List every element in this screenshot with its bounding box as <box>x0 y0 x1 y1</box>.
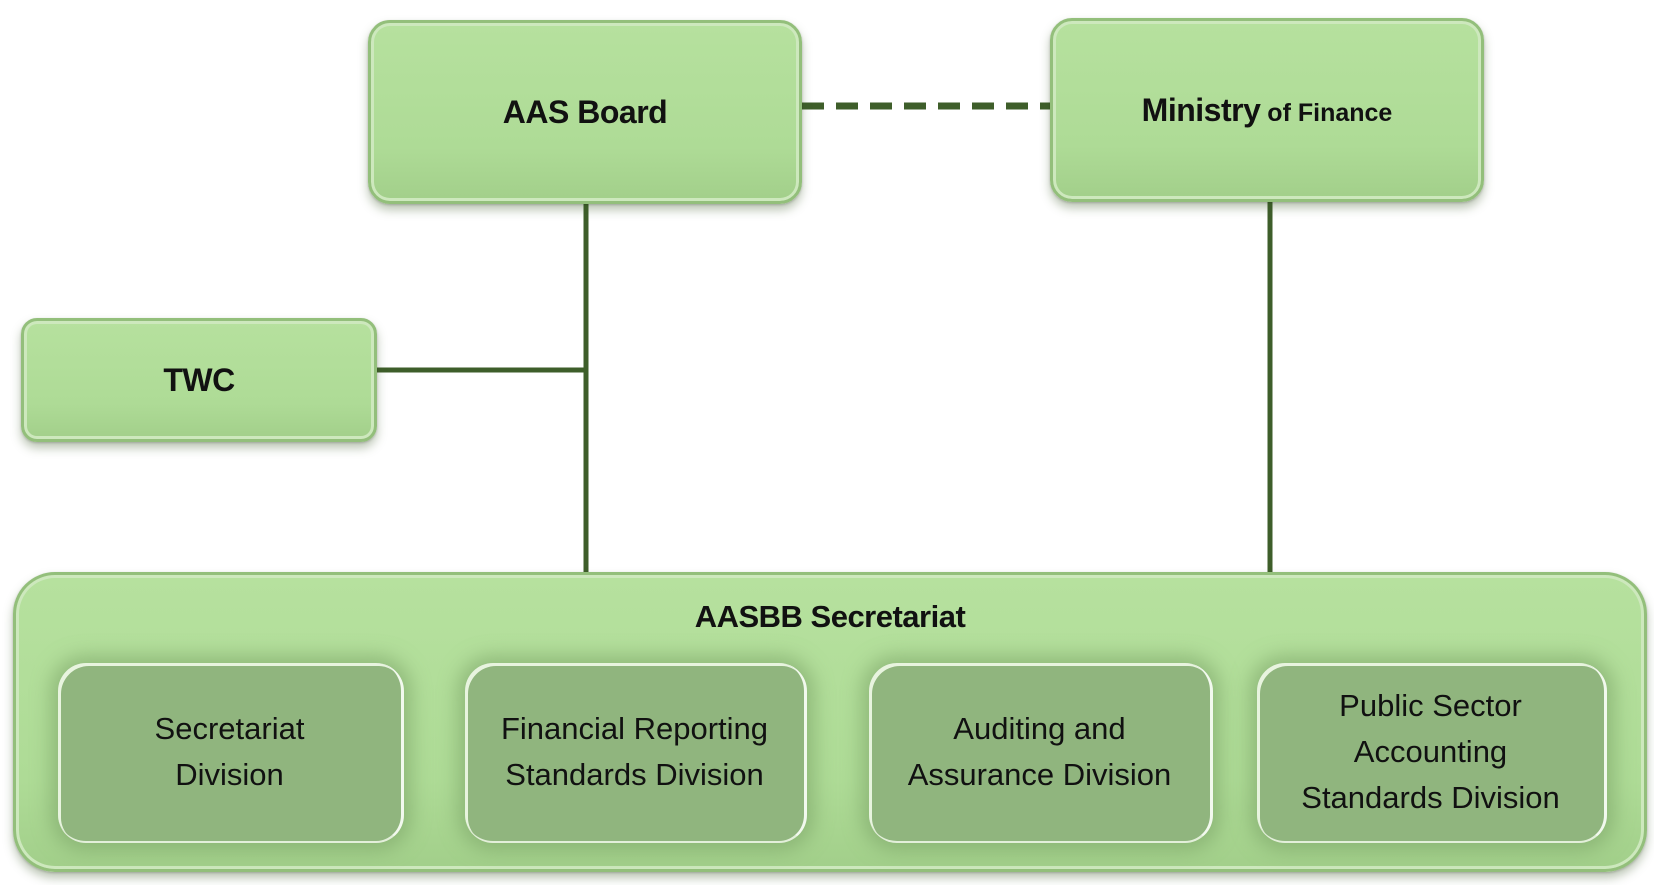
aas-board-node: AAS Board <box>368 20 802 204</box>
division-label-line: Accounting <box>1353 734 1508 769</box>
division-label-line: Division <box>175 757 284 792</box>
aas-board-label: AAS Board <box>502 93 668 130</box>
division-public-sector-accounting: Public Sector Accounting Standards Divis… <box>1257 663 1607 843</box>
aasbb-secretariat-node: AASBB Secretariat Secretariat Division F… <box>13 572 1647 872</box>
twc-node: TWC <box>21 318 377 442</box>
division-label-line: Assurance Division <box>907 757 1172 792</box>
division-label-line: Financial Reporting <box>500 711 769 746</box>
twc-label: TWC <box>163 361 235 398</box>
division-label-line: Public Sector <box>1339 688 1522 723</box>
secretariat-title: AASBB Secretariat <box>694 599 966 634</box>
ministry-of-finance-node: Ministry of Finance <box>1050 18 1484 202</box>
division-label-line: Auditing and <box>953 711 1126 746</box>
ministry-label-sub: of Finance <box>1260 98 1393 127</box>
division-label-line: Standards Division <box>1301 780 1560 815</box>
ministry-label: Ministry of Finance <box>1142 92 1393 129</box>
ministry-label-main: Ministry <box>1141 91 1261 128</box>
division-label-line: Standards Division <box>505 757 764 792</box>
division-financial-reporting: Financial Reporting Standards Division <box>465 663 807 843</box>
division-auditing-assurance: Auditing and Assurance Division <box>869 663 1213 843</box>
division-secretariat: Secretariat Division <box>58 663 404 843</box>
division-label-line: Secretariat <box>154 711 305 746</box>
